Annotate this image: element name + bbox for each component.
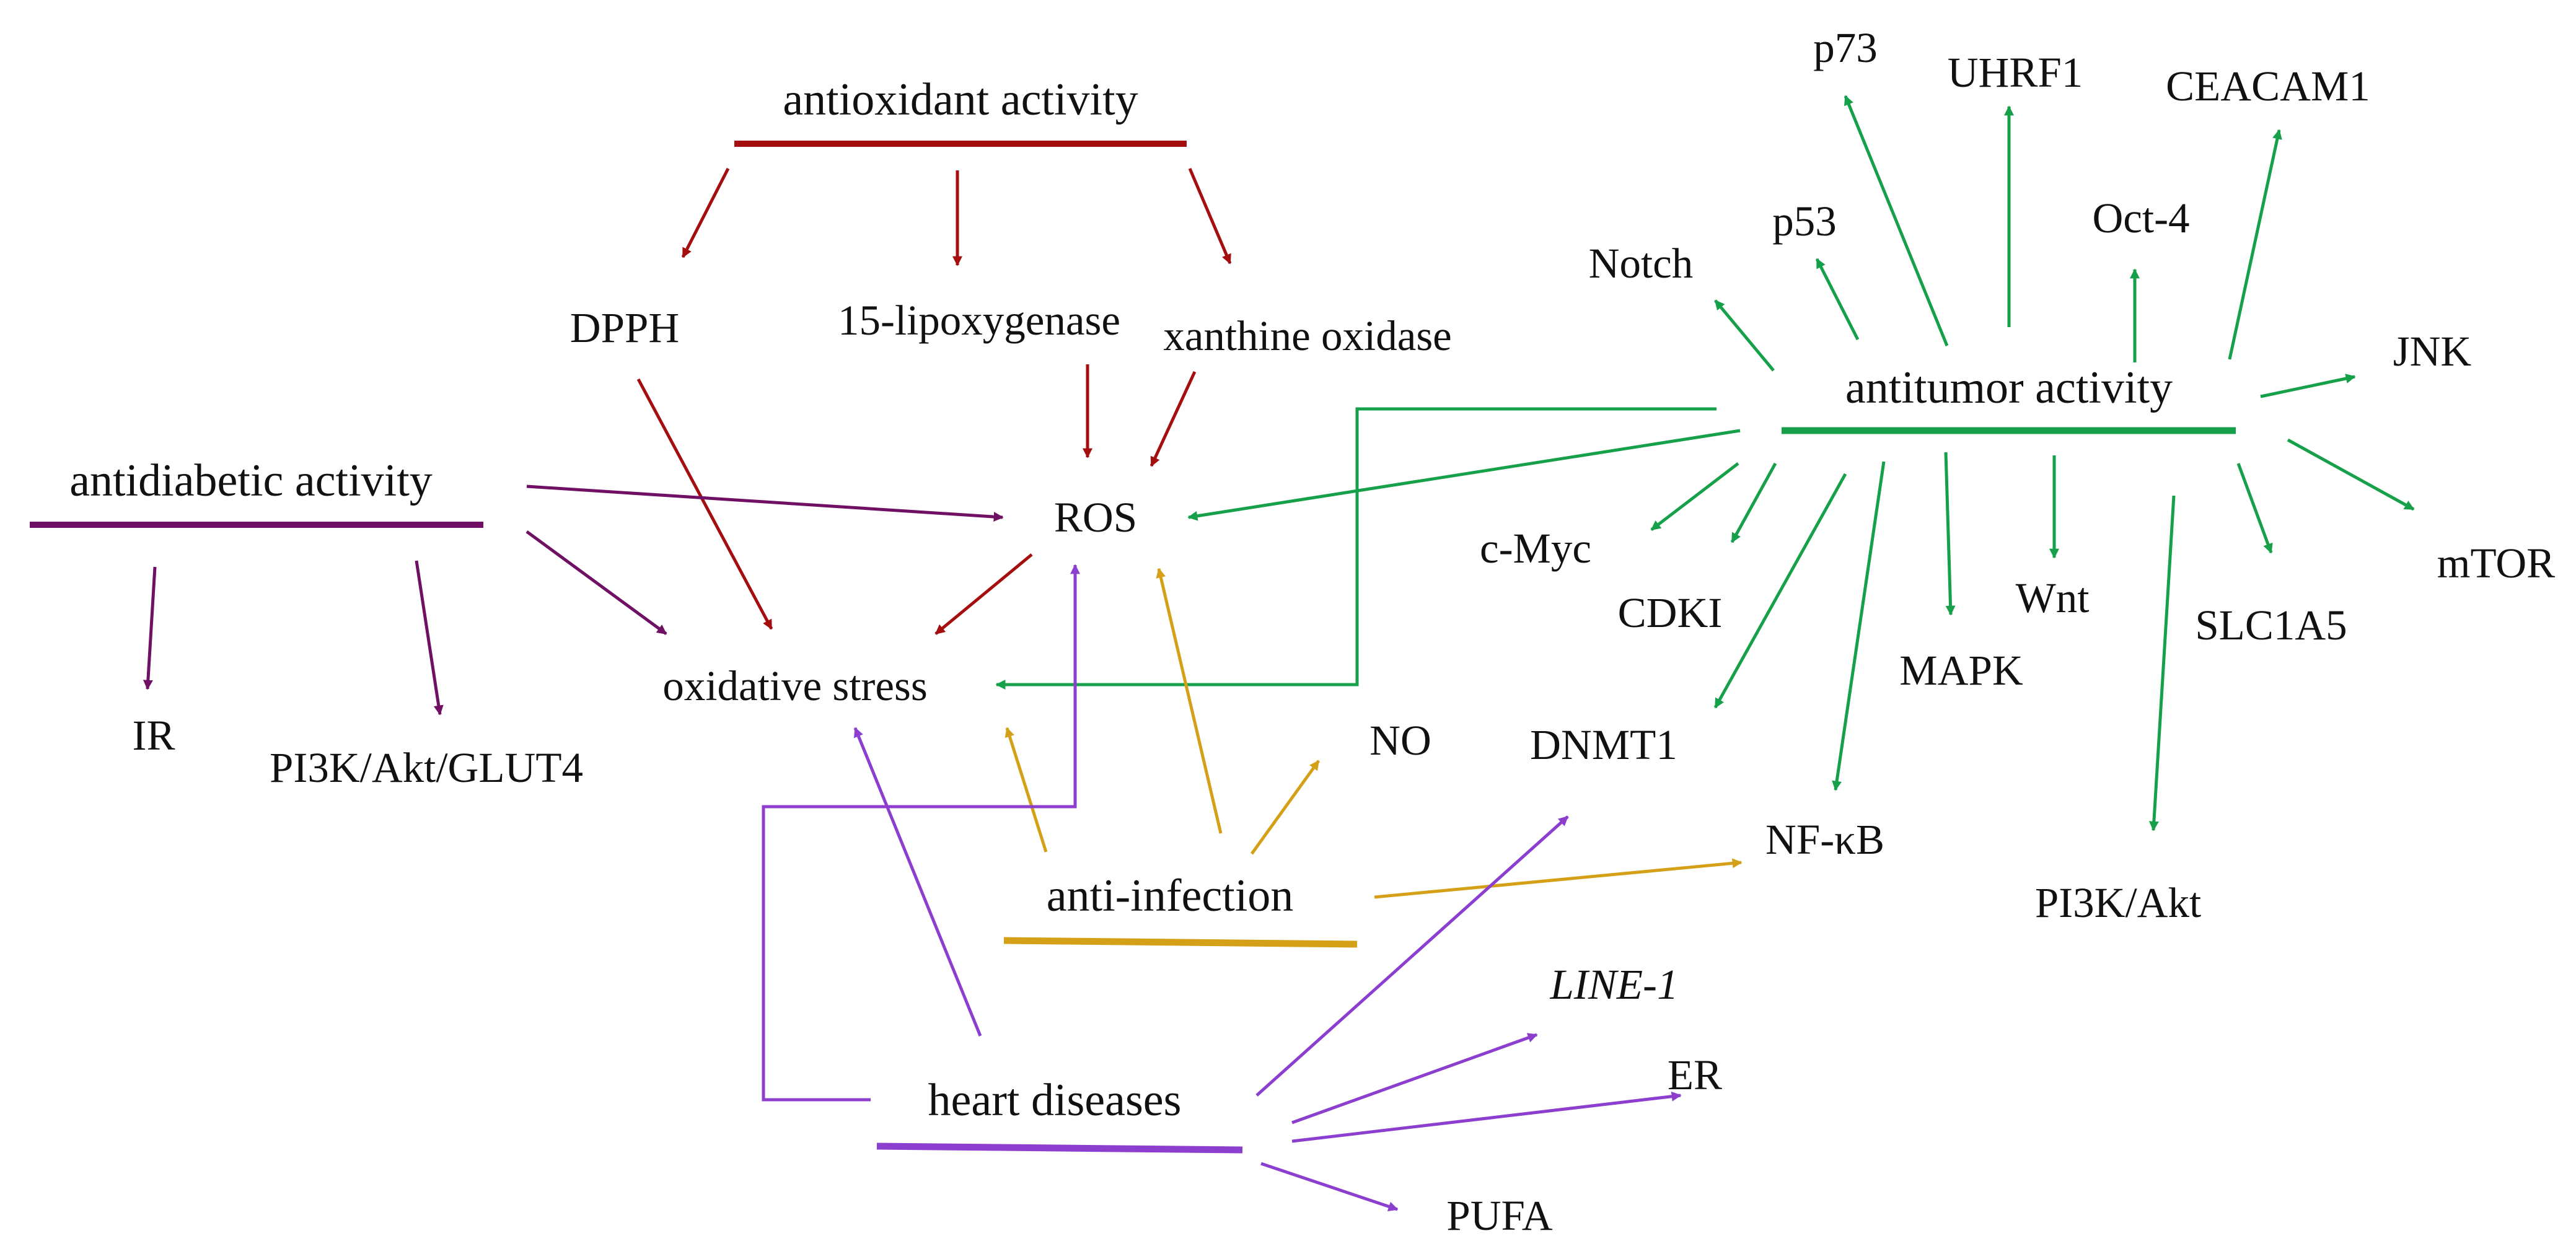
node-pufa: PUFA bbox=[1446, 1192, 1552, 1239]
heart-underline bbox=[876, 1142, 1243, 1154]
antioxidant-edges bbox=[636, 167, 1232, 635]
edge-antiinfection-nfkb bbox=[1374, 858, 1743, 899]
edge-dpph-oxstress bbox=[636, 378, 773, 630]
node-mapk: MAPK bbox=[1899, 647, 2023, 694]
node-notch: Notch bbox=[1589, 240, 1694, 287]
hub-underlines bbox=[30, 141, 2236, 1154]
edge-antitumor-jnk bbox=[2260, 374, 2356, 398]
edge-antitumor-p73 bbox=[1844, 95, 1949, 346]
hub-labels: antioxidant activity antidiabetic activi… bbox=[69, 74, 2173, 1126]
hub-antitumor: antitumor activity bbox=[1845, 362, 2173, 413]
hub-heart: heart diseases bbox=[928, 1075, 1182, 1126]
node-lipoxygenase: 15-lipoxygenase bbox=[838, 297, 1120, 344]
antidiabetic-edges bbox=[143, 484, 1004, 716]
edge-heart-dnmt1 bbox=[1255, 815, 1569, 1097]
edge-antitumor-nfkb bbox=[1832, 461, 1886, 791]
node-p53: p53 bbox=[1772, 198, 1837, 245]
edge-heart-er bbox=[1291, 1091, 1682, 1143]
edge-antitumor-p53 bbox=[1815, 258, 1860, 341]
edge-antitumor-mapk bbox=[1944, 452, 1956, 616]
edge-heart-oxstress bbox=[853, 727, 982, 1037]
edge-antidiabetic-ir bbox=[143, 566, 157, 690]
edge-heart-pufa bbox=[1260, 1162, 1399, 1211]
node-nfkb: NF-κB bbox=[1765, 816, 1884, 863]
edge-antitumor-slc1a5 bbox=[2236, 463, 2273, 554]
edge-antitumor-notch bbox=[1714, 299, 1775, 372]
edge-antitumor-mtor bbox=[2287, 438, 2415, 511]
node-wnt: Wnt bbox=[2016, 574, 2090, 621]
node-cdki: CDKI bbox=[1618, 589, 1723, 636]
edge-antitumor-oxstress bbox=[995, 407, 1717, 690]
edge-antitumor-cdki bbox=[1730, 462, 1777, 543]
node-line1: LINE-1 bbox=[1550, 961, 1679, 1008]
heart-edges bbox=[762, 564, 1682, 1211]
node-mtor: mTOR bbox=[2437, 540, 2555, 587]
edge-heart-line1 bbox=[1291, 1033, 1538, 1125]
edge-ros-oxstress bbox=[934, 553, 1033, 635]
edge-antidiabetic-pi3k-glut4 bbox=[415, 560, 444, 716]
edge-antiinfection-no bbox=[1250, 760, 1321, 855]
node-oxidative-stress: oxidative stress bbox=[662, 662, 927, 709]
edge-antiinfection-ros bbox=[1156, 568, 1223, 834]
node-er: ER bbox=[1668, 1051, 1722, 1098]
node-jnk: JNK bbox=[2393, 328, 2472, 375]
edge-antidiabetic-oxstress bbox=[525, 530, 667, 636]
edge-antiinfection-oxstress bbox=[1004, 727, 1048, 853]
node-ceacam1: CEACAM1 bbox=[2166, 63, 2370, 110]
node-no: NO bbox=[1369, 717, 1431, 764]
node-oct4: Oct-4 bbox=[2092, 195, 2189, 242]
edge-antioxidant-dpph bbox=[681, 167, 730, 258]
edge-heart-ros bbox=[762, 564, 1080, 1102]
node-pi3k-akt: PI3K/Akt bbox=[2035, 879, 2201, 926]
edge-antitumor-dnmt1 bbox=[1713, 473, 1847, 709]
hub-antioxidant: antioxidant activity bbox=[783, 74, 1138, 125]
anti-infection-underline bbox=[1003, 937, 1358, 948]
antitumor-edges bbox=[995, 95, 2415, 831]
edge-antitumor-ros bbox=[1187, 429, 1741, 521]
node-ros: ROS bbox=[1054, 494, 1137, 541]
edge-antitumor-cmyc bbox=[1650, 462, 1739, 531]
node-p73: p73 bbox=[1813, 24, 1878, 71]
node-slc1a5: SLC1A5 bbox=[2195, 602, 2347, 649]
hub-anti-infection: anti-infection bbox=[1047, 870, 1294, 921]
edge-antioxidant-xanthine bbox=[1188, 168, 1232, 265]
node-dnmt1: DNMT1 bbox=[1530, 721, 1677, 768]
hub-antidiabetic: antidiabetic activity bbox=[69, 455, 433, 506]
node-cmyc: c-Myc bbox=[1480, 525, 1591, 572]
node-pi3k-akt-glut4: PI3K/Akt/GLUT4 bbox=[270, 744, 583, 791]
anti-infection-edges bbox=[1004, 568, 1743, 899]
node-dpph: DPPH bbox=[570, 304, 679, 351]
edge-xanthine-ros bbox=[1150, 370, 1197, 467]
node-uhrf1: UHRF1 bbox=[1948, 49, 2083, 96]
node-xanthine: xanthine oxidase bbox=[1163, 312, 1452, 359]
node-ir: IR bbox=[133, 712, 175, 759]
edge-antidiabetic-ros bbox=[526, 484, 1004, 522]
edge-antitumor-pi3k-akt bbox=[2148, 495, 2176, 831]
edge-antitumor-ceacam1 bbox=[2228, 129, 2282, 360]
node-labels: DPPH 15-lipoxygenase xanthine oxidase RO… bbox=[133, 24, 2556, 1239]
